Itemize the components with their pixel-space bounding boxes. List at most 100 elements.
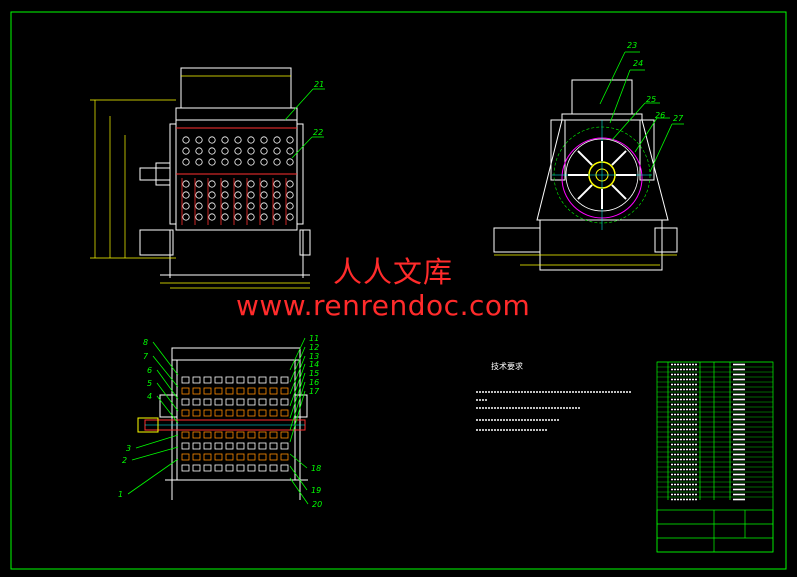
watermark-chinese: 人人文库: [333, 255, 454, 289]
side-view-leaders: [599, 51, 684, 173]
section-hammer: [258, 387, 267, 395]
section-hammer: [181, 453, 190, 461]
section-hammer: [258, 409, 267, 417]
screen-hole: [182, 202, 190, 210]
screen-hole: [260, 158, 268, 166]
screen-hole: [234, 180, 242, 188]
front-view: [139, 67, 311, 278]
screen-hole: [221, 191, 229, 199]
section-hammer: [280, 409, 289, 417]
section-hammer: [236, 464, 245, 472]
screen-hole: [182, 158, 190, 166]
screen-hole: [195, 147, 203, 155]
section-hammer: [236, 409, 245, 417]
side-view-dimensions: [494, 254, 677, 266]
section-hammer: [225, 453, 234, 461]
section-hammer: [258, 398, 267, 406]
section-hammer: [214, 464, 223, 472]
section-hammer: [269, 453, 278, 461]
section-shaft: [137, 417, 306, 433]
section-hammer: [247, 387, 256, 395]
screen-hole: [208, 158, 216, 166]
section-leaders: [127, 337, 309, 505]
screen-hole: [260, 191, 268, 199]
section-hammer: [280, 442, 289, 450]
section-hammer: [192, 431, 201, 439]
screen-hole: [286, 202, 294, 210]
front-view-holes: [181, 136, 294, 225]
screen-hole: [182, 136, 190, 144]
screen-hole: [273, 180, 281, 188]
section-hammer: [192, 398, 201, 406]
screen-hole: [182, 180, 190, 188]
callout-13: 13: [309, 352, 319, 361]
screen-hole: [273, 191, 281, 199]
screen-hole: [221, 158, 229, 166]
callout-18: 18: [311, 464, 321, 473]
callout-22: 22: [313, 128, 323, 137]
callout-20: 20: [312, 500, 322, 509]
screen-hole: [260, 147, 268, 155]
section-hammer: [203, 453, 212, 461]
section-hammer: [192, 376, 201, 384]
section-hammer: [203, 442, 212, 450]
sheet-border: [10, 11, 787, 570]
watermark-url[interactable]: www.renrendoc.com: [236, 289, 531, 322]
section-hammer: [214, 442, 223, 450]
callout-16: 16: [309, 378, 319, 387]
section-hammer: [247, 409, 256, 417]
section-hammer: [192, 453, 201, 461]
screen-hole: [234, 158, 242, 166]
screen-hole: [221, 180, 229, 188]
rotor-hammer: [577, 184, 593, 200]
screen-hole: [195, 180, 203, 188]
callout-11: 11: [309, 334, 319, 343]
screen-hole: [260, 136, 268, 144]
callout-7: 7: [143, 352, 149, 361]
bom-rows: [657, 361, 773, 501]
section-hammer: [247, 376, 256, 384]
section-hammer: [258, 442, 267, 450]
section-hammer: [192, 409, 201, 417]
screen-hole: [221, 136, 229, 144]
screen-hole: [208, 136, 216, 144]
screen-hole: [247, 136, 255, 144]
screen-hole: [208, 202, 216, 210]
screen-hole: [208, 180, 216, 188]
rotor-hammers: [568, 141, 636, 209]
callout-27: 27: [673, 114, 684, 123]
screen-hole: [234, 202, 242, 210]
section-hammer: [203, 409, 212, 417]
section-hammer: [236, 453, 245, 461]
screen-hole: [273, 136, 281, 144]
callout-2: 2: [122, 456, 127, 465]
section-hammer: [280, 464, 289, 472]
rotor-side-view: [552, 120, 652, 230]
section-hammer: [247, 398, 256, 406]
section-hammer: [214, 398, 223, 406]
rotor-hammer: [611, 150, 627, 166]
technical-notes-lines: [476, 391, 632, 431]
screen-hole: [182, 191, 190, 199]
screen-hole: [234, 191, 242, 199]
screen-hole: [221, 213, 229, 221]
callout-4: 4: [147, 392, 152, 401]
screen-hole: [234, 147, 242, 155]
section-hammer: [181, 409, 190, 417]
section-hammer: [225, 398, 234, 406]
section-hammer: [269, 398, 278, 406]
section-hammer: [247, 431, 256, 439]
callout-8: 8: [143, 338, 148, 347]
screen-hole: [273, 202, 281, 210]
screen-hole: [247, 213, 255, 221]
screen-hole: [286, 180, 294, 188]
section-hammer: [192, 464, 201, 472]
section-hammer: [269, 442, 278, 450]
screen-hole: [195, 191, 203, 199]
callout-17: 17: [309, 387, 320, 396]
section-hammer: [280, 453, 289, 461]
section-hammer: [236, 431, 245, 439]
section-hammer: [192, 387, 201, 395]
section-hammer: [225, 431, 234, 439]
callout-26: 26: [655, 111, 665, 120]
